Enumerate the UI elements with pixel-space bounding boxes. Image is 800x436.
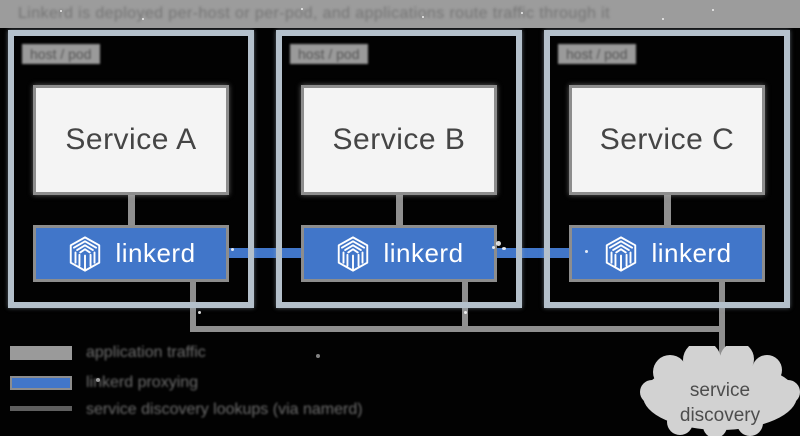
- linkerd-proxy-b-label: linkerd: [383, 238, 464, 268]
- legend-swatch-application-traffic: [10, 346, 72, 360]
- service-b-proxy-connector: [396, 186, 403, 231]
- linkerd-logo-icon: [338, 235, 369, 272]
- host-pod-2-label: host / pod: [290, 44, 368, 64]
- service-c-proxy-connector: [664, 186, 671, 231]
- title-bar: Linkerd is deployed per-host or per-pod,…: [0, 0, 800, 28]
- legend-swatch-discovery-lookups: [10, 406, 72, 411]
- service-a-label: Service A: [65, 123, 197, 156]
- proxy-link-b-c: [494, 248, 574, 258]
- host-pod-3-label: host / pod: [558, 44, 636, 64]
- service-discovery-label-line1: service: [689, 380, 751, 401]
- service-b-box: Service B: [301, 85, 497, 195]
- service-discovery-label-line2: discovery: [679, 405, 761, 426]
- host-pod-1-label: host / pod: [22, 44, 100, 64]
- linkerd-logo-icon: [70, 235, 101, 272]
- legend-label-linkerd-proxying: linkerd proxying: [86, 374, 199, 391]
- service-c-label: Service C: [599, 123, 735, 156]
- legend-swatch-linkerd-proxying: [10, 376, 72, 390]
- linkerd-proxy-a-label: linkerd: [115, 238, 196, 268]
- service-c-box: Service C: [569, 85, 765, 195]
- discovery-line-c: [719, 279, 725, 365]
- service-b-label: Service B: [332, 123, 466, 156]
- legend-label-application-traffic: application traffic: [86, 344, 206, 361]
- linkerd-logo-icon: [606, 235, 637, 272]
- host-pod-3: host / pod Service C linkerd: [544, 30, 790, 308]
- legend-label-discovery-lookups: service discovery lookups (via namerd): [86, 401, 363, 418]
- linkerd-proxy-a: linkerd: [33, 225, 229, 282]
- diagram-title: Linkerd is deployed per-host or per-pod,…: [18, 5, 610, 22]
- host-pod-2: host / pod Service B linkerd: [276, 30, 522, 308]
- host-pod-1: host / pod Service A linkerd: [8, 30, 254, 308]
- linkerd-proxy-c-label: linkerd: [651, 238, 732, 268]
- discovery-bus-line: [190, 326, 725, 332]
- linkerd-proxy-c: linkerd: [569, 225, 765, 282]
- linkerd-proxy-b: linkerd: [301, 225, 497, 282]
- service-discovery-cloud-icon: [640, 346, 800, 436]
- proxy-link-a-b: [226, 248, 306, 258]
- service-a-box: Service A: [33, 85, 229, 195]
- service-discovery-label: service discovery: [640, 378, 800, 428]
- service-a-proxy-connector: [128, 186, 135, 231]
